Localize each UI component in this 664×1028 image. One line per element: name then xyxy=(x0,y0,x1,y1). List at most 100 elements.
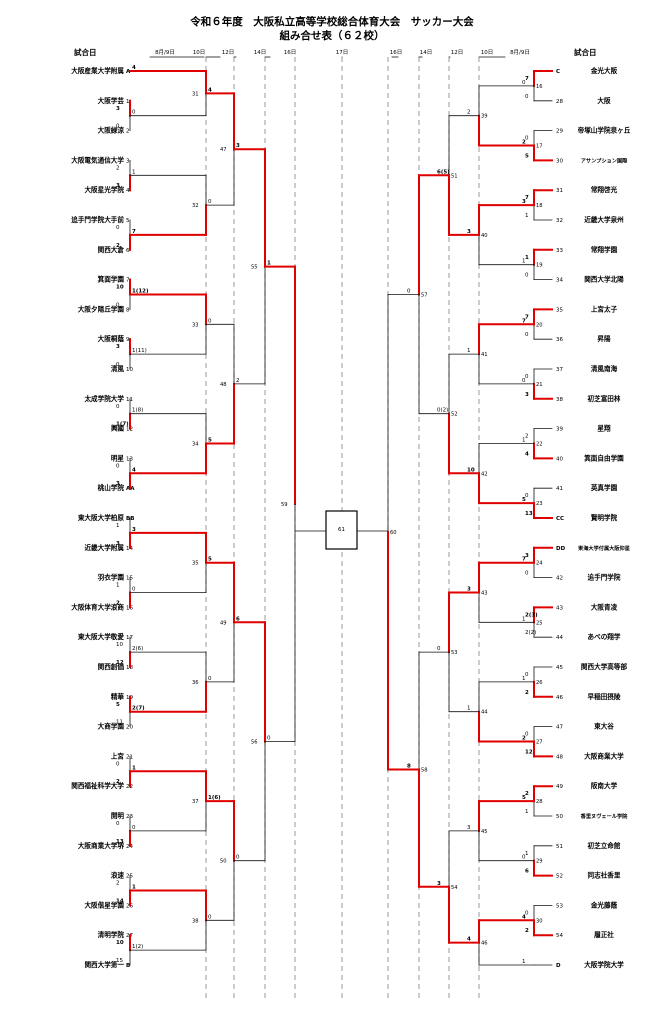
team-seed: 46 xyxy=(556,695,563,701)
team-name: 大阪学院大学 xyxy=(584,960,624,969)
team-name: 開明 xyxy=(111,811,125,820)
left-score: 2(6) xyxy=(132,646,143,652)
team-seed: 29 xyxy=(556,129,563,135)
date-label: 16日 xyxy=(284,49,297,56)
left-score: 0 xyxy=(116,761,120,767)
left-score: 3 xyxy=(116,481,120,487)
team-seed: 45 xyxy=(556,665,563,671)
left-score: 0 xyxy=(208,676,212,682)
left-score: 3 xyxy=(116,106,120,112)
right-score: 4 xyxy=(522,914,526,920)
right-score: 3 xyxy=(525,553,529,559)
team-name: 金光大阪 xyxy=(590,66,618,75)
left-score: 0 xyxy=(132,110,136,116)
left-score: 3 xyxy=(132,527,136,533)
left-match-no: 48 xyxy=(220,382,227,388)
team-seed: 44 xyxy=(556,635,563,641)
left-score: 2 xyxy=(116,600,120,606)
left-score: 10 xyxy=(116,285,124,291)
team-name: 上宮太子 xyxy=(591,304,618,313)
right-score: 0 xyxy=(525,493,529,499)
final-match-no: 61 xyxy=(338,527,345,533)
left-match-no: 47 xyxy=(220,147,227,153)
team-name: 東大谷 xyxy=(594,722,614,731)
team-name: 関西創価 xyxy=(98,662,125,671)
left-match-no: 35 xyxy=(192,561,199,567)
left-score: 10 xyxy=(116,940,124,946)
team-seed: C xyxy=(556,69,560,75)
left-score: 3 xyxy=(116,541,120,547)
right-score: 1 xyxy=(525,809,529,815)
right-score: 6(5) xyxy=(437,169,450,175)
left-score: 0 xyxy=(116,821,120,827)
right-score: 6 xyxy=(525,869,529,875)
right-score: 0 xyxy=(525,94,529,100)
left-score: 13 xyxy=(116,839,124,845)
team-name: 大阪緑涼 xyxy=(98,126,125,135)
team-name: 浪速 xyxy=(111,871,125,880)
team-name: 追手門学院 xyxy=(588,573,621,582)
right-score: 2 xyxy=(525,791,529,797)
left-score: 0 xyxy=(132,587,136,593)
left-score: 2 xyxy=(116,243,120,249)
team-seed: 7 xyxy=(126,278,130,284)
team-seed: 39 xyxy=(556,427,563,433)
left-score: 0 xyxy=(116,404,120,410)
team-name: 清明学院 xyxy=(98,930,125,939)
team-name: アサンプション国際 xyxy=(581,156,628,164)
right-match-no: 16 xyxy=(536,84,543,90)
team-seed: DD xyxy=(556,546,566,552)
team-seed: B xyxy=(126,963,130,969)
team-name: 同志社香里 xyxy=(588,871,621,880)
right-score: 1 xyxy=(525,213,529,219)
team-name: 大阪商業大学 xyxy=(584,751,624,760)
right-score: 1 xyxy=(522,616,526,622)
team-seed: 34 xyxy=(556,278,563,284)
right-score: 0 xyxy=(522,855,526,861)
team-name: 大阪学芸 xyxy=(98,96,125,105)
right-score: 3 xyxy=(467,229,471,235)
left-score: 2 xyxy=(116,881,120,887)
team-name: 明星 xyxy=(111,453,125,462)
team-seed: 8 xyxy=(126,307,130,313)
team-name: 賢明学院 xyxy=(591,513,618,522)
right-score: 5 xyxy=(522,795,526,801)
left-match-no: 59 xyxy=(281,502,288,508)
right-score: 0 xyxy=(525,672,529,678)
right-score: 0 xyxy=(522,80,526,86)
team-name: 早稲田摂陵 xyxy=(588,692,621,701)
team-name: 大阪 xyxy=(597,96,611,105)
team-name: 初芝富田林 xyxy=(588,394,621,403)
team-seed: 2 xyxy=(126,129,130,135)
left-score: 1(11) xyxy=(132,348,147,354)
team-seed: CC xyxy=(556,516,564,522)
team-seed: 4 xyxy=(126,188,130,194)
right-match-no: 52 xyxy=(451,412,458,418)
date-label: 12日 xyxy=(451,49,464,56)
team-name: 阪南大学 xyxy=(591,781,618,790)
right-match-no: 20 xyxy=(536,322,543,328)
right-score: 12 xyxy=(525,749,533,755)
team-name: 大阪電気通信大学 xyxy=(71,155,124,164)
team-seed: 33 xyxy=(556,248,563,254)
left-match-no: 56 xyxy=(251,740,258,746)
left-score: 0 xyxy=(116,124,120,130)
left-score: 0 xyxy=(116,463,120,469)
right-match-no: 58 xyxy=(421,767,428,773)
right-score: 2 xyxy=(525,928,529,934)
left-score: 1(12) xyxy=(132,289,149,295)
left-score: 3 xyxy=(116,183,120,189)
right-match-no: 21 xyxy=(536,382,543,388)
team-seed: 36 xyxy=(556,337,563,343)
team-name: 大阪桐蔭 xyxy=(98,334,125,343)
right-match-no: 40 xyxy=(481,233,488,239)
team-seed: 42 xyxy=(556,576,563,582)
right-score: 0 xyxy=(525,732,529,738)
left-score: 11 xyxy=(116,720,123,726)
right-score: 2 xyxy=(525,690,529,696)
team-seed: 3 xyxy=(126,158,130,164)
team-seed: 1 xyxy=(126,99,130,105)
right-score: 7 xyxy=(525,76,529,82)
left-score: 1 xyxy=(132,885,136,891)
